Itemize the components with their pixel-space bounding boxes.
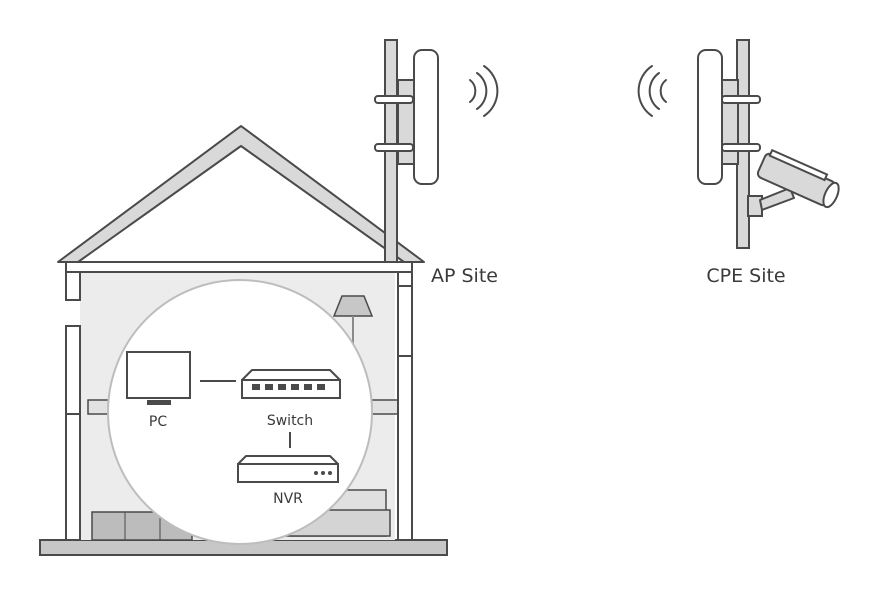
ap-site-label: AP Site <box>431 265 498 287</box>
cpe-site-antenna <box>637 39 761 249</box>
security-camera-icon <box>747 148 840 217</box>
sector-antenna-icon <box>697 49 723 185</box>
switch-label: Switch <box>267 413 313 429</box>
zoom-circle <box>107 279 373 545</box>
left-wall-mid <box>65 325 81 415</box>
nvr-recorder-icon <box>237 455 339 483</box>
right-wall-upper <box>397 271 413 287</box>
monitor-icon <box>126 351 191 405</box>
cpe-site-label: CPE Site <box>706 265 785 287</box>
cpe-signal-icon <box>637 65 667 117</box>
nvr-label: NVR <box>273 491 303 507</box>
pc-label: PC <box>149 414 167 430</box>
ap-site-antenna <box>374 39 499 263</box>
switch-ports <box>252 384 325 390</box>
equipment-zoom: PC Switch NVR <box>107 279 373 545</box>
network-switch-icon <box>241 369 341 399</box>
left-wall-lower <box>65 413 81 541</box>
ap-signal-icon <box>469 65 499 117</box>
left-wall-upper <box>65 271 81 301</box>
roof <box>57 125 425 263</box>
top-beam <box>65 261 413 273</box>
sector-antenna-icon <box>413 49 439 185</box>
right-wall-lower <box>397 355 413 541</box>
right-wall-mid <box>397 285 413 357</box>
